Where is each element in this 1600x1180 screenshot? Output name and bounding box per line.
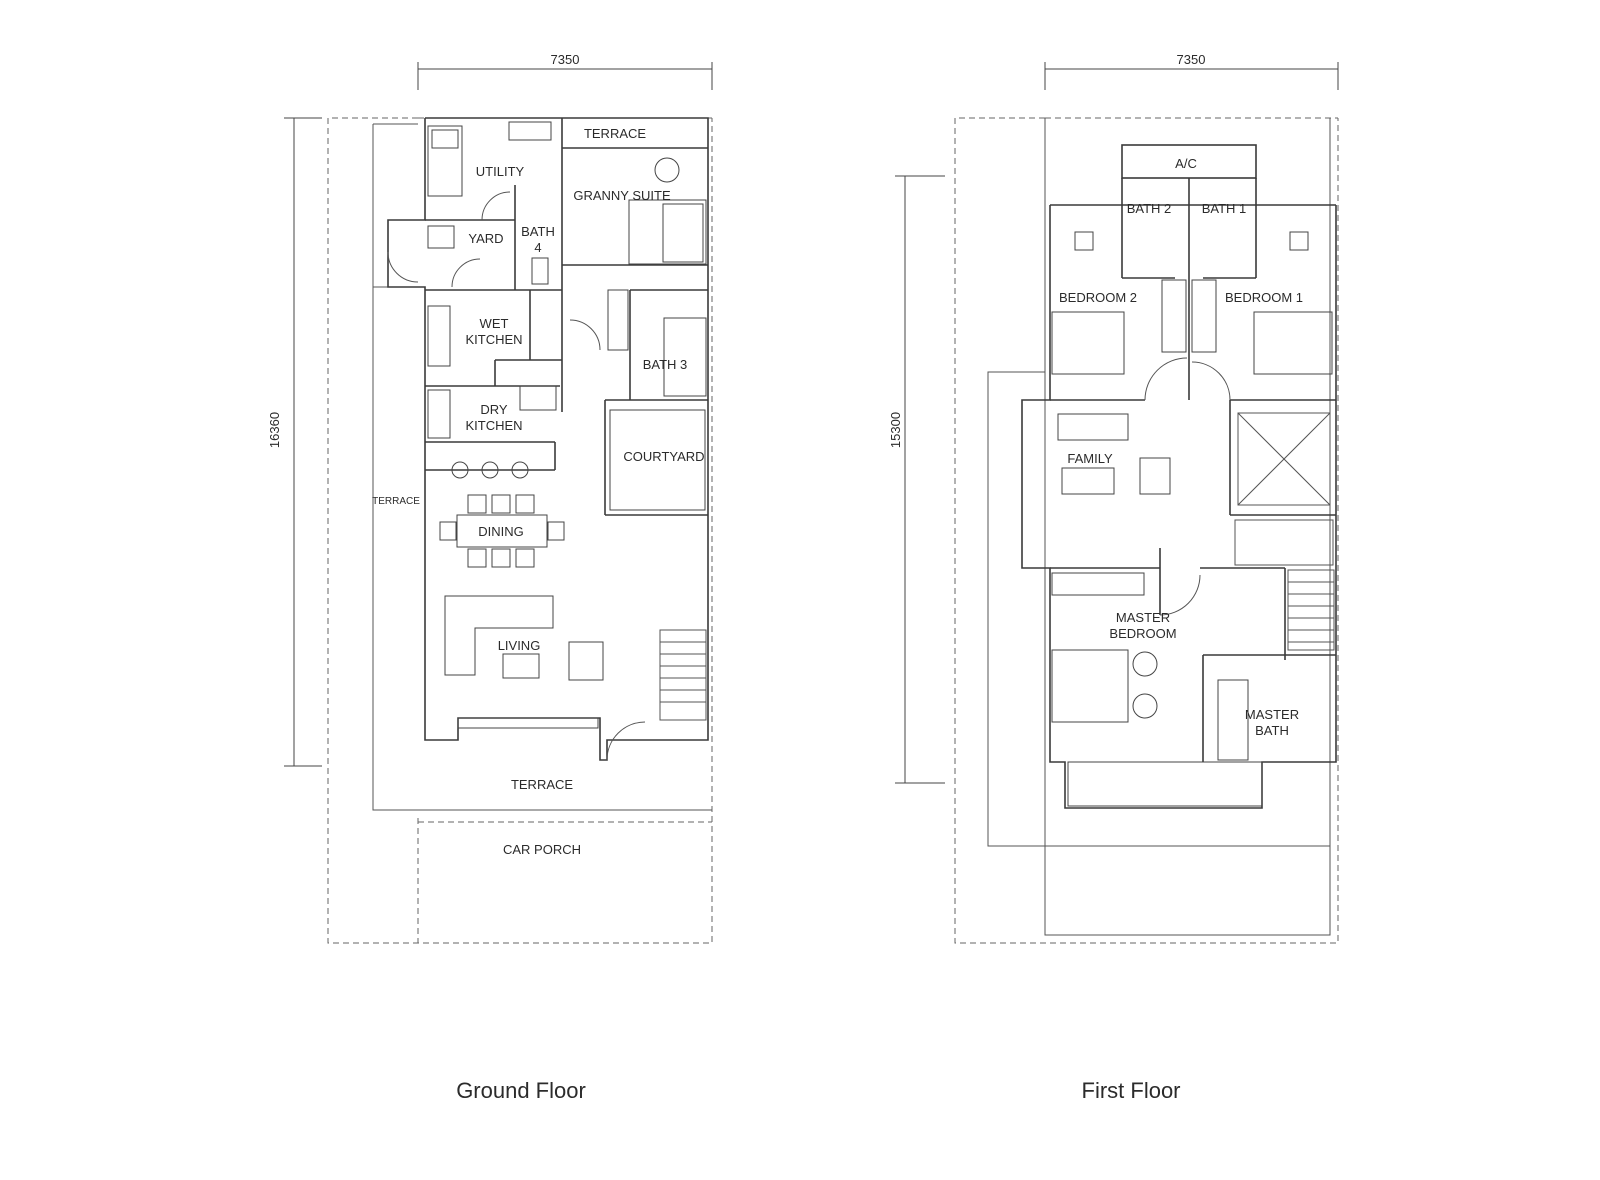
- living-label: LIVING: [498, 638, 541, 653]
- first-house-walls: [1021, 205, 1337, 809]
- family-label: FAMILY: [1067, 451, 1113, 466]
- bedroom2-label: BEDROOM 2: [1059, 290, 1137, 305]
- void-x-mark: [1237, 412, 1331, 506]
- first-floor-plan: 7350 15300: [888, 52, 1339, 944]
- wet-kitchen-label-line2: KITCHEN: [465, 332, 522, 347]
- ground-width-dimension: 7350: [417, 52, 713, 90]
- wet-kitchen-label-line1: WET: [480, 316, 509, 331]
- bedroom1-label: BEDROOM 1: [1225, 290, 1303, 305]
- first-width-dimension: 7350: [1044, 52, 1339, 90]
- first-staircase: [1234, 519, 1335, 651]
- first-depth-dimension: 15300: [888, 175, 945, 784]
- first-floor-title: First Floor: [1081, 1078, 1181, 1103]
- first-depth-label: 15300: [888, 412, 903, 448]
- ground-terrace-side-label: TERRACE: [372, 496, 420, 507]
- ground-plot-boundary: [327, 117, 713, 944]
- first-width-label: 7350: [1177, 52, 1206, 67]
- ground-width-label: 7350: [551, 52, 580, 67]
- bath1-label: BATH 1: [1202, 201, 1247, 216]
- master-bedroom-label-line2: BEDROOM: [1109, 626, 1176, 641]
- dry-kitchen-label-line1: DRY: [480, 402, 508, 417]
- ground-depth-label: 16360: [267, 412, 282, 448]
- ground-floor-title: Ground Floor: [456, 1078, 586, 1103]
- master-bath-label-line2: BATH: [1255, 723, 1289, 738]
- ground-terrace-front-label: TERRACE: [511, 777, 573, 792]
- dry-kitchen-label-line2: KITCHEN: [465, 418, 522, 433]
- master-bath-label-line1: MASTER: [1245, 707, 1299, 722]
- bath3-label: BATH 3: [643, 357, 688, 372]
- yard-label: YARD: [468, 231, 503, 246]
- dining-label: DINING: [478, 524, 524, 539]
- first-furniture: [1051, 231, 1333, 807]
- ac-label: A/C: [1175, 156, 1197, 171]
- bath4-label-line1: BATH: [521, 224, 555, 239]
- granny-suite-label: GRANNY SUITE: [573, 188, 671, 203]
- ground-furniture: [427, 121, 707, 729]
- car-porch-label: CAR PORCH: [503, 842, 581, 857]
- master-bedroom-label-line1: MASTER: [1116, 610, 1170, 625]
- ground-depth-dimension: 16360: [267, 117, 322, 767]
- courtyard-label: COURTYARD: [623, 449, 704, 464]
- ground-terrace-top-label: TERRACE: [584, 126, 646, 141]
- bath2-label: BATH 2: [1127, 201, 1172, 216]
- ground-floor-plan: 7350 16360: [267, 52, 713, 944]
- ground-staircase: [659, 629, 707, 721]
- utility-label: UTILITY: [476, 164, 525, 179]
- bath4-label-line2: 4: [534, 240, 541, 255]
- first-plot-boundary: [954, 117, 1339, 944]
